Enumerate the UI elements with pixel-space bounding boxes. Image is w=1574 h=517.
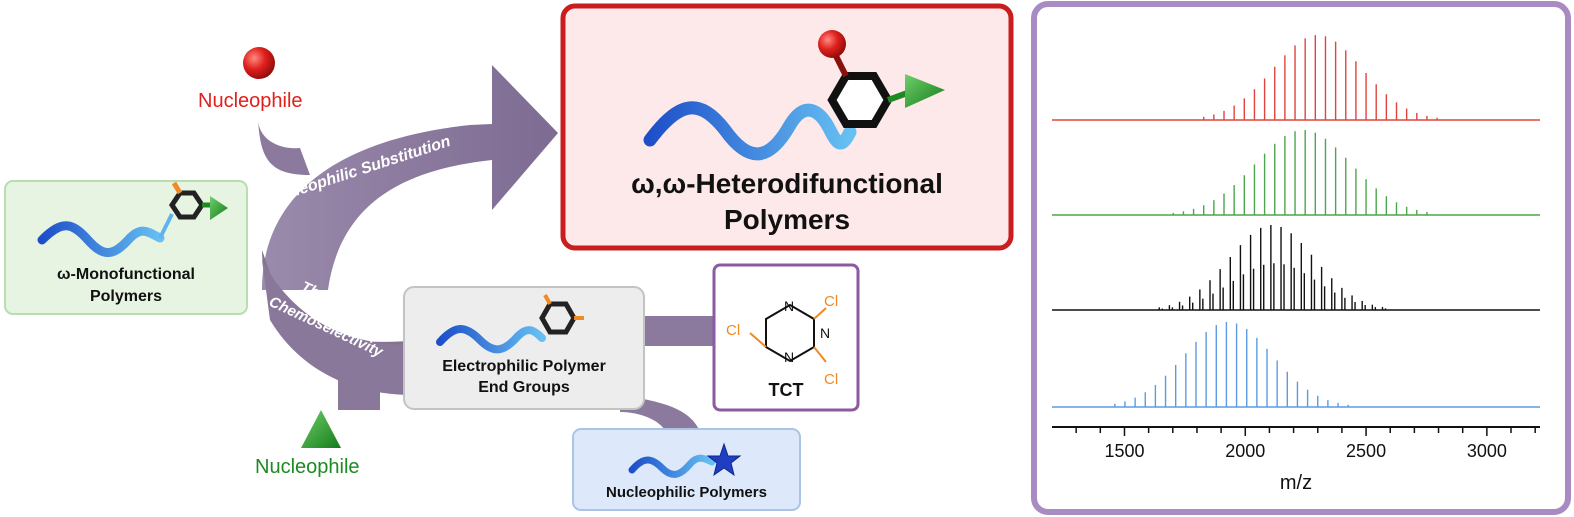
upper-arrow: [262, 65, 558, 290]
nucleophilic-label: Nucleophilic Polymers: [606, 484, 767, 501]
tct-cl-3: Cl: [824, 371, 838, 388]
hetero-label-line2: Polymers: [723, 204, 851, 235]
mz-axis: 1500 2000 2500 3000 m/z: [1052, 426, 1540, 494]
axis-tick-label: 2500: [1346, 441, 1386, 461]
mono-label-line2: Polymers: [89, 288, 163, 305]
tct-cl-1: Cl: [824, 293, 838, 310]
mass-spectra: [1052, 35, 1540, 408]
axis-tick-label: 2000: [1225, 441, 1265, 461]
electrophilic-label-line2: End Groups: [478, 379, 570, 396]
bottom-feed-stem: [338, 360, 380, 410]
tct-cl-2: Cl: [726, 322, 740, 339]
nucleophile-bottom-label: Nucleophile: [255, 456, 360, 478]
nucleophilic-polymer-graphic: [628, 442, 742, 478]
spectrum-series-4: [1052, 322, 1540, 408]
tct-structure: N N N Cl Cl Cl: [726, 293, 838, 388]
electrophilic-label: Electrophilic Polymer End Groups: [404, 356, 644, 398]
electrophilic-label-line1: Electrophilic Polymer: [442, 358, 606, 375]
axis-xlabel: m/z: [1280, 472, 1312, 494]
tct-n-3: N: [784, 349, 794, 365]
axis-tick-label: 3000: [1467, 441, 1507, 461]
tct-box: [712, 263, 860, 412]
hetero-polymer-graphic: [643, 30, 945, 161]
mono-label-line1: ω-Monofunctional: [57, 266, 195, 283]
spectrum-series-2: [1052, 130, 1540, 216]
nucleophile-top-label: Nucleophile: [198, 90, 303, 112]
mono-polymer-graphic: [37, 181, 228, 257]
spectrum-series-3: [1052, 225, 1540, 311]
tct-n-1: N: [784, 298, 794, 314]
spectrum-series-1: [1052, 35, 1540, 121]
axis-tick-label: 1500: [1104, 441, 1144, 461]
mono-label: ω-Monofunctional Polymers: [5, 264, 247, 308]
tct-n-2: N: [820, 325, 830, 341]
tct-label: TCT: [768, 380, 804, 400]
tct-connector: [640, 316, 720, 346]
red-nucleophile-sphere: [243, 47, 275, 79]
hetero-label: ω,ω-Heterodifunctional Polymers: [563, 166, 1011, 238]
electrophilic-polymer-graphic: [436, 294, 584, 354]
hetero-label-line1: ω,ω-Heterodifunctional: [631, 168, 943, 199]
top-feed-stem: [258, 118, 310, 175]
green-nucleophile-triangle: [301, 410, 341, 448]
lower-arrow-body: [262, 260, 412, 395]
